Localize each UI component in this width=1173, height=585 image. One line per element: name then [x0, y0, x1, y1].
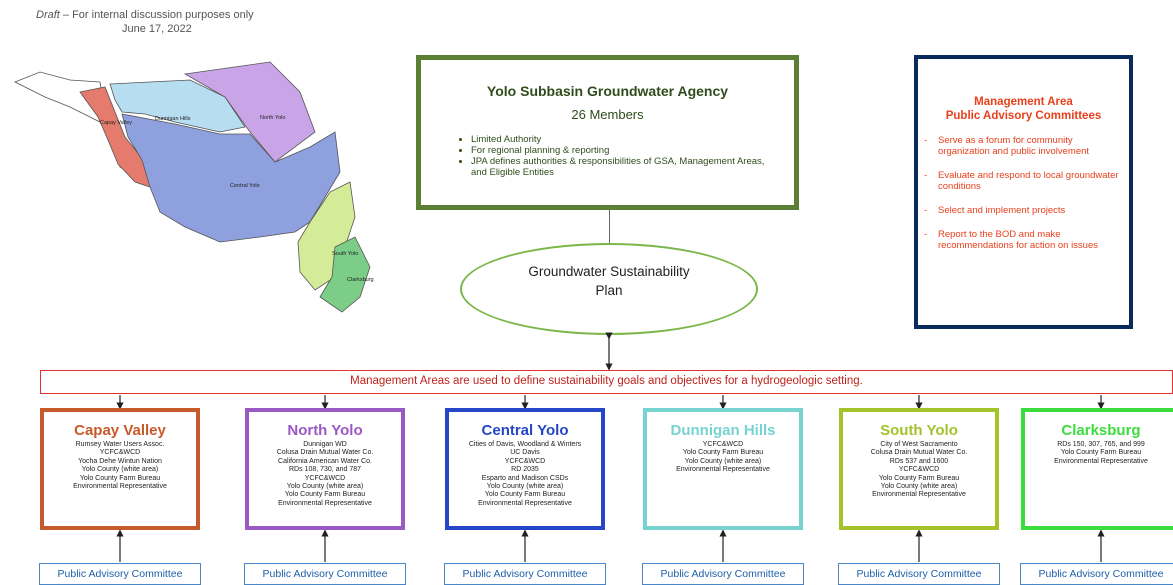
- pac-title-line1: Management Area: [974, 96, 1073, 108]
- area-member: YCFC&WCD: [898, 466, 940, 474]
- pac-button-dunnigan-hills[interactable]: Public Advisory Committee: [642, 563, 804, 585]
- pac-button-north-yolo[interactable]: Public Advisory Committee: [244, 563, 406, 585]
- area-member: Yolo County Farm Bureau: [878, 474, 960, 482]
- area-member: Environmental Representative: [478, 499, 572, 507]
- gsa-bullet: JPA defines authorities & responsibiliti…: [471, 156, 780, 179]
- pac-title-line2: Public Advisory Committees: [945, 109, 1102, 122]
- area-member: RDs 108, 730, and 787: [289, 466, 361, 474]
- area-member: Yocha Dehe Wintun Nation: [78, 457, 162, 465]
- map-north-yolo: [183, 61, 316, 163]
- map-dunnigan-hills: [109, 79, 246, 133]
- gsa-gsp-connector: [609, 210, 610, 243]
- gsa-bullet: For regional planning & reporting: [471, 145, 780, 157]
- area-member: Environmental Representative: [1054, 457, 1148, 465]
- area-member: Environmental Representative: [676, 466, 770, 474]
- area-member: Yolo County (white area): [684, 457, 762, 465]
- gsa-bullet: Limited Authority: [471, 134, 780, 146]
- area-name: North Yolo: [287, 422, 363, 439]
- map-label-capay-valley: Capay Valley: [100, 120, 132, 126]
- gsa-box: Yolo Subbasin Groundwater Agency 26 Memb…: [416, 55, 799, 210]
- gsa-members: 26 Members: [571, 107, 644, 122]
- map-label-central-yolo: Central Yolo: [230, 183, 260, 189]
- gsp-line2: Plan: [595, 282, 623, 298]
- area-member: Yolo County Farm Bureau: [682, 449, 764, 457]
- map-clarksburg: [319, 236, 371, 313]
- area-name: Central Yolo: [481, 422, 569, 439]
- area-name: Dunnigan Hills: [670, 422, 776, 439]
- area-member: Colusa Drain Mutual Water Co.: [870, 449, 968, 457]
- area-member: YCFC&WCD: [504, 457, 546, 465]
- area-name: Capay Valley: [74, 422, 166, 439]
- area-member: Yolo County Farm Bureau: [284, 491, 366, 499]
- pac-list: Serve as a forum for community organizat…: [924, 135, 1121, 264]
- draft-label: Draft: [36, 9, 60, 21]
- pac-button-central-yolo[interactable]: Public Advisory Committee: [444, 563, 606, 585]
- draft-note: Draft – For internal discussion purposes…: [36, 9, 254, 21]
- map-label-south-yolo: South Yolo: [332, 251, 358, 257]
- area-member: Yolo County Farm Bureau: [484, 491, 566, 499]
- pac-item: Select and implement projects: [924, 205, 1121, 217]
- map-label-north-yolo: North Yolo: [260, 115, 285, 121]
- subbasin-map: Capay Valley Dunnigan Hills North Yolo C…: [14, 61, 374, 313]
- pac-item: Serve as a forum for community organizat…: [924, 135, 1121, 158]
- area-member: YCFC&WCD: [304, 474, 346, 482]
- pac-item: Report to the BOD and make recommendatio…: [924, 229, 1121, 252]
- gsa-bullets: Limited Authority For regional planning …: [459, 134, 780, 179]
- management-areas-text: Management Areas are used to define sust…: [350, 375, 863, 387]
- map-label-clarksburg: Clarksburg: [347, 277, 374, 283]
- area-member: Environmental Representative: [278, 499, 372, 507]
- area-member: YCFC&WCD: [99, 449, 141, 457]
- area-member: Environmental Representative: [872, 491, 966, 499]
- area-member: Yolo County (white area): [81, 466, 159, 474]
- area-member: Yolo County Farm Bureau: [1060, 449, 1142, 457]
- area-member: YCFC&WCD: [702, 441, 744, 448]
- draft-date: June 17, 2022: [122, 23, 192, 35]
- area-member: California American Water Co.: [278, 457, 372, 465]
- area-member: RD 2035: [511, 466, 539, 474]
- draft-disclaimer: – For internal discussion purposes only: [59, 9, 254, 21]
- area-member: Environmental Representative: [73, 482, 167, 490]
- area-member: Yolo County (white area): [880, 482, 958, 490]
- gsp-line1: Groundwater Sustainability: [528, 264, 690, 279]
- area-member: Colusa Drain Mutual Water Co.: [276, 449, 374, 457]
- area-member: Cities of Davis, Woodland & Winters: [468, 441, 582, 448]
- area-member: RDs 150, 307, 765, and 999: [1057, 441, 1145, 448]
- area-member: City of West Sacramento: [880, 441, 958, 448]
- area-member: Yolo County (white area): [286, 482, 364, 490]
- map-label-dunnigan-hills: Dunnigan Hills: [155, 116, 191, 122]
- area-member: Yolo County Farm Bureau: [79, 474, 161, 482]
- pac-item: Evaluate and respond to local groundwate…: [924, 170, 1121, 193]
- area-member: Esparto and Madison CSDs: [481, 474, 569, 482]
- area-name: Clarksburg: [1061, 422, 1141, 439]
- gsa-title: Yolo Subbasin Groundwater Agency: [486, 83, 729, 99]
- management-areas-bar: Management Areas are used to define sust…: [40, 370, 1173, 394]
- pac-button-clarksburg[interactable]: Public Advisory Committee: [1020, 563, 1173, 585]
- area-member: Rumsey Water Users Assoc.: [75, 441, 165, 448]
- pac-button-south-yolo[interactable]: Public Advisory Committee: [838, 563, 1000, 585]
- pac-button-capay-valley[interactable]: Public Advisory Committee: [39, 563, 201, 585]
- area-member: Yolo County (white area): [486, 482, 564, 490]
- area-member: RDs 537 and 1600: [889, 457, 949, 465]
- area-member: UC Davis: [510, 449, 540, 457]
- area-member: Dunnigan WD: [303, 441, 347, 448]
- area-name: South Yolo: [880, 422, 958, 439]
